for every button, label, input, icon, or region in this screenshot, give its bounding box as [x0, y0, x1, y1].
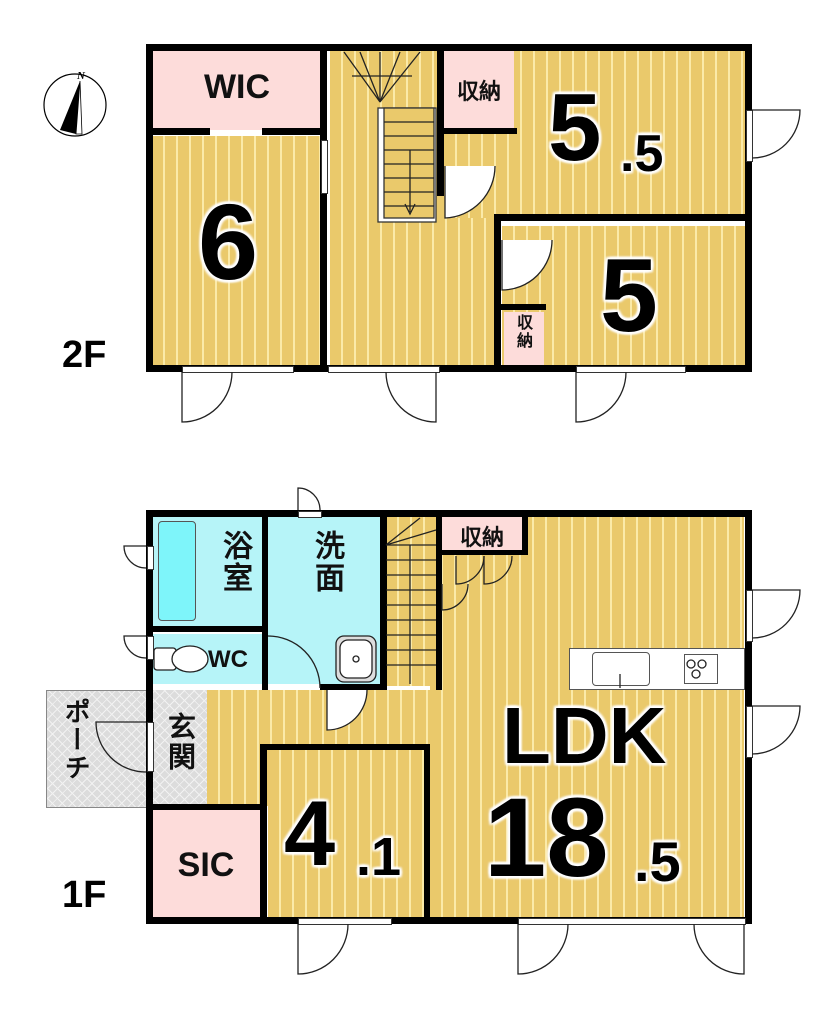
door-swing-icon — [693, 923, 745, 975]
wall — [437, 44, 444, 196]
window — [746, 110, 753, 162]
wall — [262, 128, 326, 135]
window — [298, 918, 392, 925]
bedroom-5-size: 5 — [600, 238, 658, 354]
wall — [494, 214, 501, 372]
wic-label: WIC — [203, 68, 271, 106]
wall — [146, 44, 752, 51]
front-door-opening — [147, 722, 154, 772]
door-swing-icon — [297, 487, 321, 511]
bedroom-6-room — [152, 136, 322, 366]
storage-small-room — [504, 312, 544, 366]
window — [746, 706, 753, 758]
ldk-size-dec: .5 — [634, 830, 681, 893]
wall — [320, 684, 387, 690]
door-swing-icon — [123, 635, 147, 659]
wall — [437, 128, 517, 134]
sink — [592, 652, 650, 686]
door-swing-icon — [297, 923, 349, 975]
window — [576, 366, 686, 373]
wall — [320, 44, 327, 372]
floor-2-label: 2F — [62, 334, 107, 376]
door-swing-icon — [181, 371, 233, 423]
window — [182, 366, 294, 373]
bedroom-5-5-size-dec: .5 — [620, 125, 664, 183]
wall — [146, 128, 210, 135]
stove — [684, 654, 718, 684]
wall — [146, 804, 266, 810]
wall — [146, 510, 153, 924]
room-4-1-size-int: 4 — [284, 783, 336, 885]
door-swing-icon — [575, 371, 627, 423]
compass: N — [42, 70, 108, 138]
window — [746, 590, 753, 642]
washroom-label: 洗面 — [310, 530, 343, 594]
entrance-label: 玄関 — [165, 712, 196, 772]
wall — [424, 744, 430, 924]
wall — [745, 44, 752, 372]
bathtub — [158, 521, 196, 621]
storage-1f-room — [442, 516, 522, 552]
door-swing-icon — [385, 371, 437, 423]
north-arrow-icon — [43, 73, 107, 137]
door-swing-icon — [751, 589, 801, 639]
wall — [146, 365, 752, 372]
wall — [260, 744, 267, 924]
wc-label: WC — [208, 646, 248, 673]
wall — [494, 214, 752, 221]
wall — [380, 510, 387, 690]
wall — [494, 304, 546, 310]
stair-1f — [386, 516, 436, 686]
room-4-1-size-dec: .1 — [356, 827, 402, 887]
sic-label: SIC — [177, 846, 235, 884]
sic-room — [152, 810, 260, 918]
kitchen-counter — [569, 648, 745, 690]
wall — [262, 510, 268, 690]
storage-small-label: 収納 — [514, 314, 531, 350]
porch-label: ポーチ — [61, 698, 91, 782]
bedroom-6-size: 6 — [198, 181, 259, 302]
wall — [146, 917, 752, 924]
wall — [436, 550, 528, 555]
door-swing-icon — [517, 923, 569, 975]
wall — [146, 44, 153, 372]
door-swing-icon — [123, 545, 147, 569]
bedroom-5-5-size-int: 5 — [548, 74, 602, 181]
storage-1f-label: 収納 — [459, 525, 504, 550]
wall — [260, 744, 430, 750]
wall — [436, 510, 442, 690]
window — [147, 546, 154, 570]
room-4-1 — [268, 750, 424, 918]
storage-north-fill — [444, 50, 514, 130]
compass-north-label: N — [77, 70, 85, 82]
wic-room — [152, 50, 322, 130]
ldk-label: LDK — [502, 691, 667, 780]
floor-1-label: 1F — [62, 874, 107, 916]
window — [518, 918, 746, 925]
wall — [146, 626, 268, 632]
wall — [522, 510, 528, 552]
window — [328, 366, 440, 373]
door-swing-icon — [751, 705, 801, 755]
window — [147, 636, 154, 660]
bath-label: 浴室 — [218, 530, 251, 594]
entrance-area — [152, 690, 207, 806]
ldk-size-int: 18 — [484, 775, 609, 900]
window — [298, 511, 322, 518]
door-swing-icon — [751, 109, 801, 159]
wall — [146, 510, 752, 517]
storage-north-label: 収納 — [456, 79, 501, 104]
window — [321, 140, 328, 194]
